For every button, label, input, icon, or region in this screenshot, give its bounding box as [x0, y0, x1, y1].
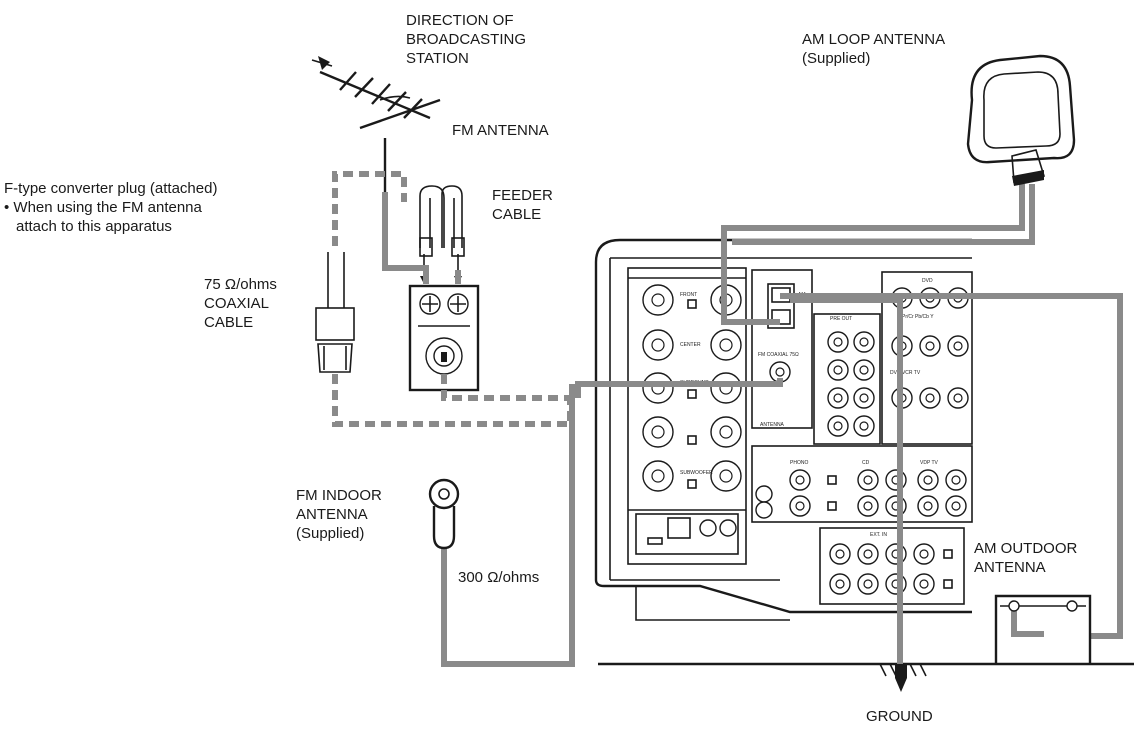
label-ext-in: EXT. IN — [870, 532, 887, 538]
label-center: CENTER — [680, 342, 701, 348]
label-vdp-tv: VDP TV — [920, 460, 939, 466]
label-dvd: DVD — [922, 278, 933, 284]
label-fm-antenna: FM ANTENNA — [452, 122, 549, 139]
label-vcr: DVD VCR TV — [890, 370, 921, 376]
label-am-loop-1: AM LOOP ANTENNA — [802, 31, 945, 48]
coaxial-plug — [315, 252, 355, 373]
fm-indoor-antenna — [428, 478, 460, 550]
label-direction-1: DIRECTION OF — [406, 12, 514, 29]
label-subwoofer: SUBWOOFER — [680, 470, 713, 476]
antenna-reflector — [379, 95, 411, 101]
signal-gnd-terminal — [755, 485, 773, 503]
label-direction-3: STATION — [406, 50, 469, 67]
am-loop-cable-a — [721, 184, 1025, 325]
label-coaxial-1: 75 Ω/ohms — [204, 276, 277, 293]
remote-jack-1 — [699, 519, 717, 537]
label-phono: PHONO — [790, 460, 808, 466]
label-fm-indoor-1: FM INDOOR — [296, 487, 382, 504]
receiver-outline — [594, 262, 972, 614]
label-300-ohms: 300 Ω/ohms — [458, 569, 539, 586]
label-converter-3: attach to this apparatus — [16, 218, 172, 235]
fm-coaxial-input-cable — [575, 378, 783, 398]
label-cd: CD — [862, 460, 870, 466]
am-terminal-block — [767, 283, 795, 329]
receiver-top-edge — [594, 238, 972, 263]
label-front: FRONT — [680, 292, 697, 298]
am-loop-base — [1012, 170, 1044, 186]
speaker-terminal-block — [627, 267, 747, 565]
label-converter-1: F-type converter plug (attached) — [4, 180, 217, 197]
label-converter-2: • When using the FM antenna — [4, 199, 203, 216]
audio-input-jacks — [789, 469, 967, 517]
video-jacks — [891, 287, 969, 409]
label-component: Pr/Cr Pb/Cb Y — [902, 314, 934, 320]
power-socket — [667, 517, 691, 539]
am-terminal-lower — [771, 309, 791, 325]
label-am-loop-2: (Supplied) — [802, 50, 870, 67]
label-am-outdoor-2: ANTENNA — [974, 559, 1046, 576]
am-loop-cable-b — [732, 184, 1035, 245]
remote-control-block — [635, 513, 739, 555]
pre-out-jacks — [827, 331, 875, 437]
direction-arrow-head — [318, 56, 330, 70]
am-outdoor-antenna — [994, 594, 1092, 664]
am-outdoor-link — [1011, 604, 1044, 637]
audio-input-block — [751, 445, 973, 523]
label-coaxial-3: CABLE — [204, 314, 253, 331]
ground-symbol — [879, 663, 927, 692]
label-ground: GROUND — [866, 708, 933, 725]
label-feeder-2: CABLE — [492, 206, 541, 223]
label-pre-out: PRE OUT — [830, 316, 852, 322]
signal-gnd-terminal-2 — [755, 501, 773, 519]
coax-dashed-upper — [332, 171, 407, 246]
receiver-foot — [635, 586, 790, 621]
fm-indoor-ring — [428, 478, 460, 510]
remote-jack-2 — [719, 519, 737, 537]
ext-in-block — [819, 527, 965, 605]
am-outdoor-cable — [780, 293, 1123, 639]
antenna-section — [751, 269, 813, 429]
label-coaxial-2: COAXIAL — [204, 295, 269, 312]
voltage-switch — [647, 537, 663, 545]
fm-indoor-handle — [432, 506, 456, 550]
terminal-front: FRONT — [642, 284, 742, 316]
f-type-converter — [408, 284, 480, 392]
label-fm-coaxial: FM COAXIAL 75Ω — [758, 352, 799, 358]
diagram-labels: DIRECTION OF BROADCASTING STATION FM ANT… — [4, 12, 1077, 725]
video-block — [881, 271, 973, 445]
ext-in-jacks — [829, 543, 953, 595]
fm-antenna — [311, 56, 441, 192]
converter-dashed-output — [441, 374, 578, 401]
label-fm-indoor-2: ANTENNA — [296, 506, 368, 523]
label-antenna: ANTENNA — [760, 422, 785, 428]
am-loop-frame — [966, 54, 1076, 164]
am-loop-antenna — [966, 54, 1076, 186]
label-direction-2: BROADCASTING — [406, 31, 526, 48]
antenna-elements — [339, 71, 423, 119]
pre-out-block — [813, 313, 881, 445]
label-feeder-1: FEEDER — [492, 187, 553, 204]
antenna-dipole — [359, 98, 441, 130]
am-outdoor-frame — [994, 594, 1092, 664]
terminal-subwoofer: SUBWOOFER — [642, 460, 742, 492]
label-fm-indoor-3: (Supplied) — [296, 525, 364, 542]
fm-antenna-to-converter-cable — [382, 192, 429, 284]
terminal-center: CENTER — [642, 329, 742, 361]
terminal-surround: SURROUND — [642, 372, 742, 404]
receiver-rear-panel: FRONT CENTER SURROUND — [594, 238, 973, 621]
fm-indoor-antenna-cable — [441, 384, 575, 667]
terminal-surround-back — [642, 416, 742, 448]
antenna-boom — [319, 70, 431, 120]
am-loop-inner — [983, 71, 1061, 149]
label-am-outdoor-1: AM OUTDOOR — [974, 540, 1077, 557]
ground-cable — [790, 297, 903, 664]
